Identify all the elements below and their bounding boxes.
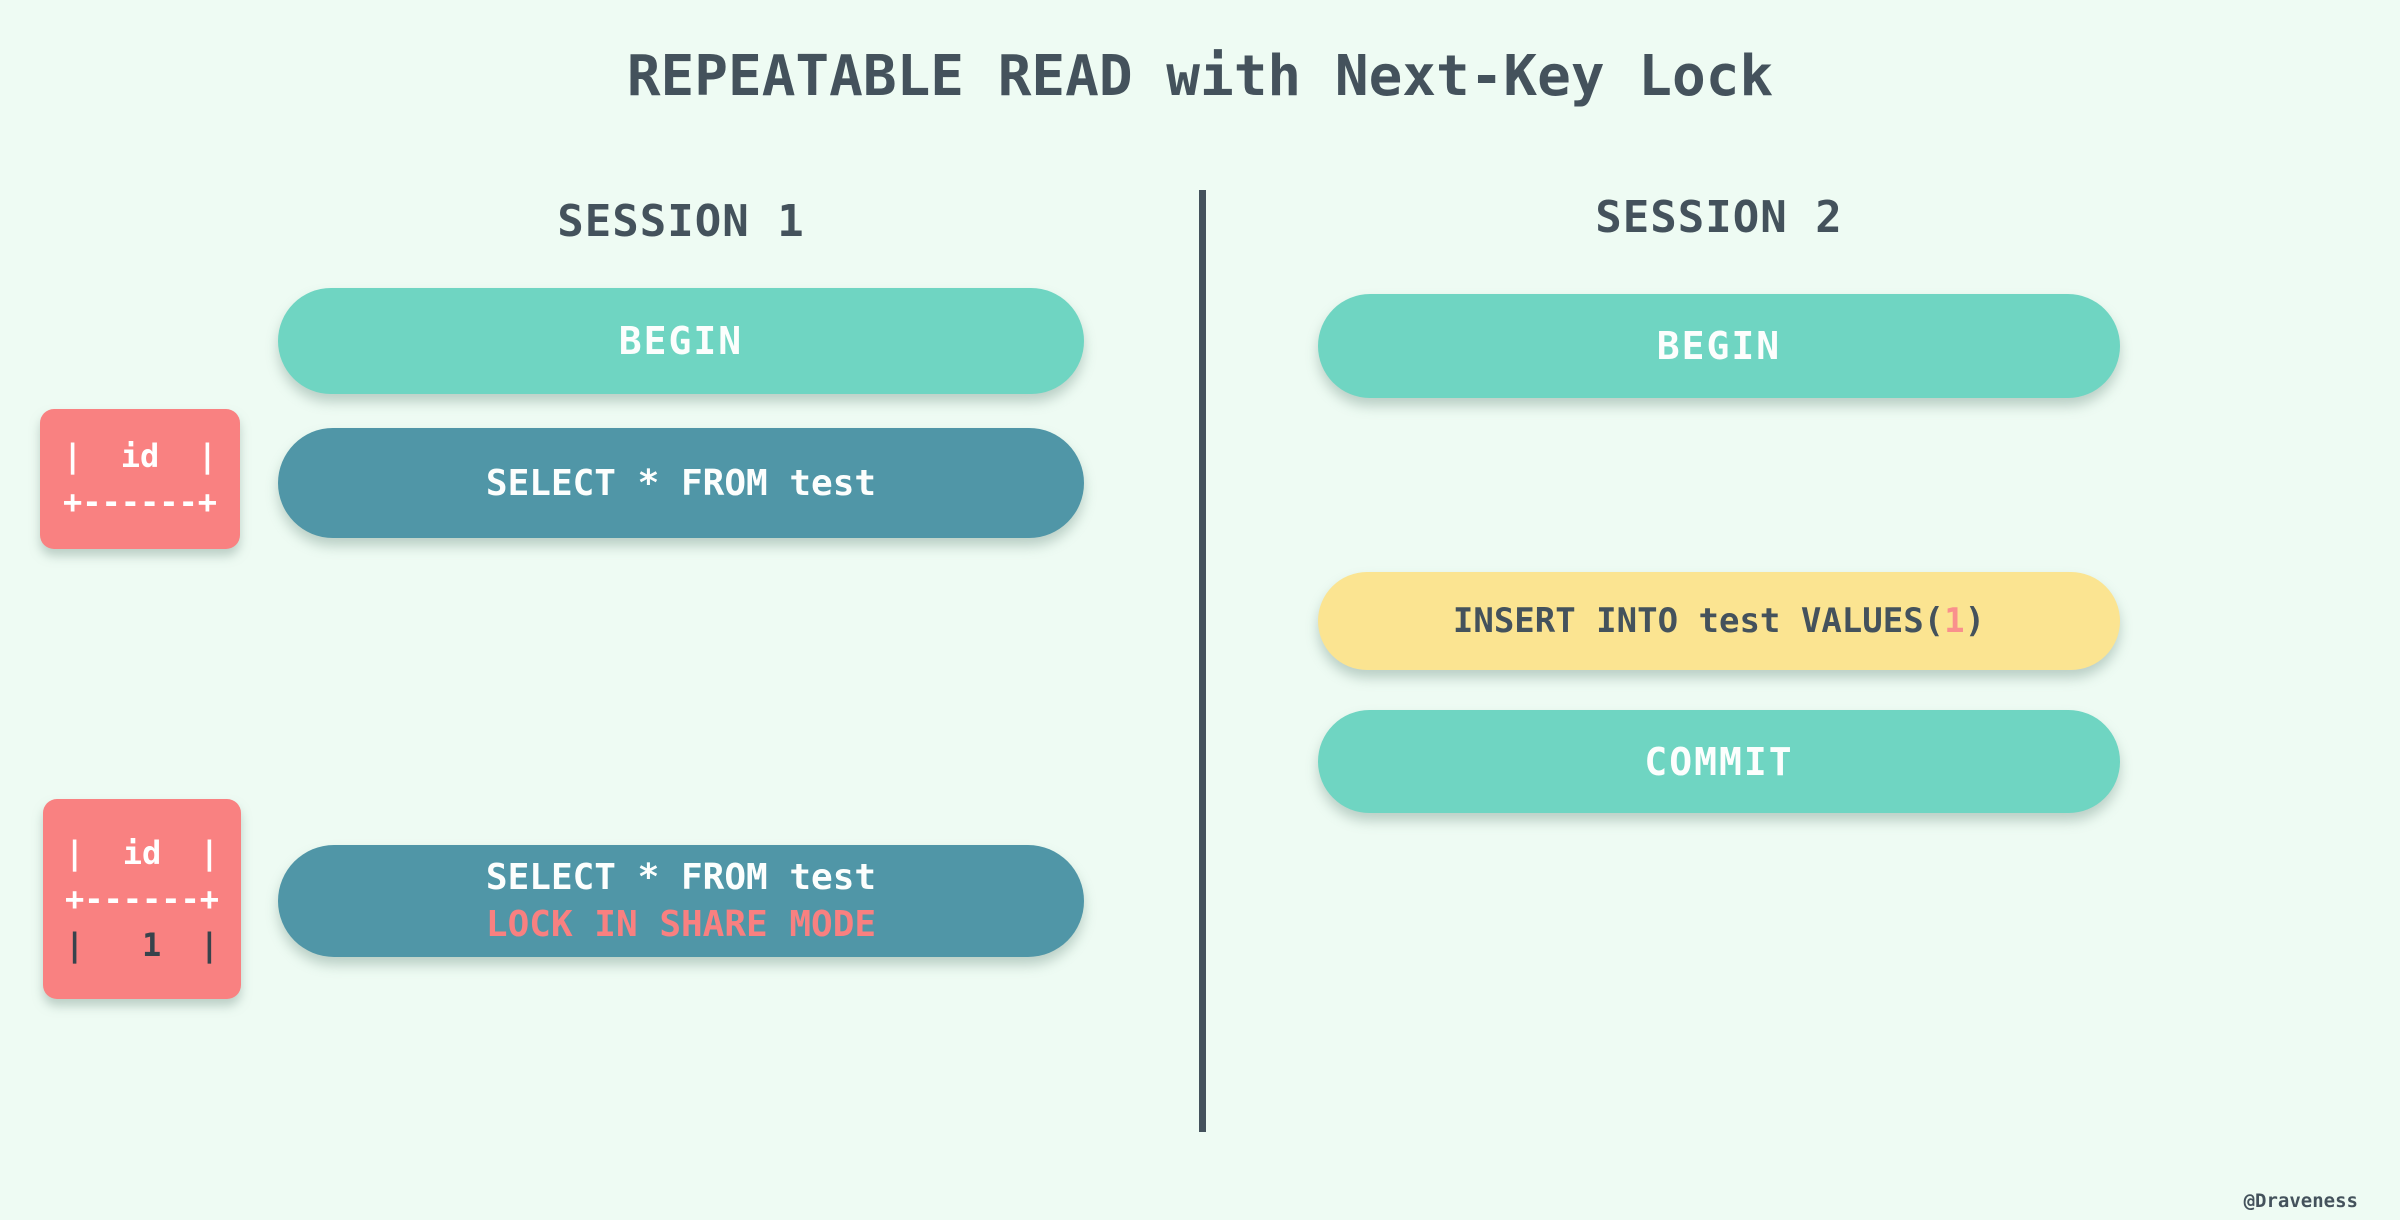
table-separator-row: +------+: [62, 483, 218, 521]
session-divider-line: [1199, 190, 1206, 1132]
session2-insert-pill: INSERT INTO test VALUES(1): [1318, 572, 2120, 670]
session1-label: SESSION 1: [557, 196, 805, 247]
author-credit: @Draveness: [2243, 1190, 2358, 1212]
session2-commit-pill: COMMIT: [1318, 710, 2120, 813]
session2-insert-label: INSERT INTO test VALUES(1): [1453, 601, 1985, 641]
session1-select-lock-line2: LOCK IN SHARE MODE: [485, 904, 877, 945]
result-table-with-row: | id | +------+ | 1 |: [43, 799, 241, 999]
table-value-row: | 1 |: [64, 926, 220, 964]
session1-select-lock-line1: SELECT * FROM test: [485, 857, 877, 898]
session1-select-pill: SELECT * FROM test: [278, 428, 1084, 538]
session2-begin-pill: BEGIN: [1318, 294, 2120, 398]
table-header-row: | id |: [62, 437, 218, 475]
session2-commit-label: COMMIT: [1644, 739, 1794, 784]
session1-begin-pill: BEGIN: [278, 288, 1084, 394]
session1-begin-label: BEGIN: [618, 319, 744, 363]
session2-label: SESSION 2: [1595, 192, 1843, 243]
diagram-title: REPEATABLE READ with Next-Key Lock: [626, 44, 1774, 109]
insert-statement-value: 1: [1944, 601, 1965, 641]
result-table-empty: | id | +------+: [40, 409, 240, 549]
insert-statement-suffix: ): [1964, 601, 1986, 641]
session2-begin-label: BEGIN: [1656, 324, 1782, 368]
session1-select-lock-pill: SELECT * FROM test LOCK IN SHARE MODE: [278, 845, 1084, 957]
insert-statement-prefix: INSERT INTO test VALUES(: [1452, 601, 1945, 641]
session1-select-label: SELECT * FROM test: [485, 462, 877, 504]
table-header-row: | id |: [64, 834, 220, 872]
table-separator-row: +------+: [64, 880, 220, 918]
